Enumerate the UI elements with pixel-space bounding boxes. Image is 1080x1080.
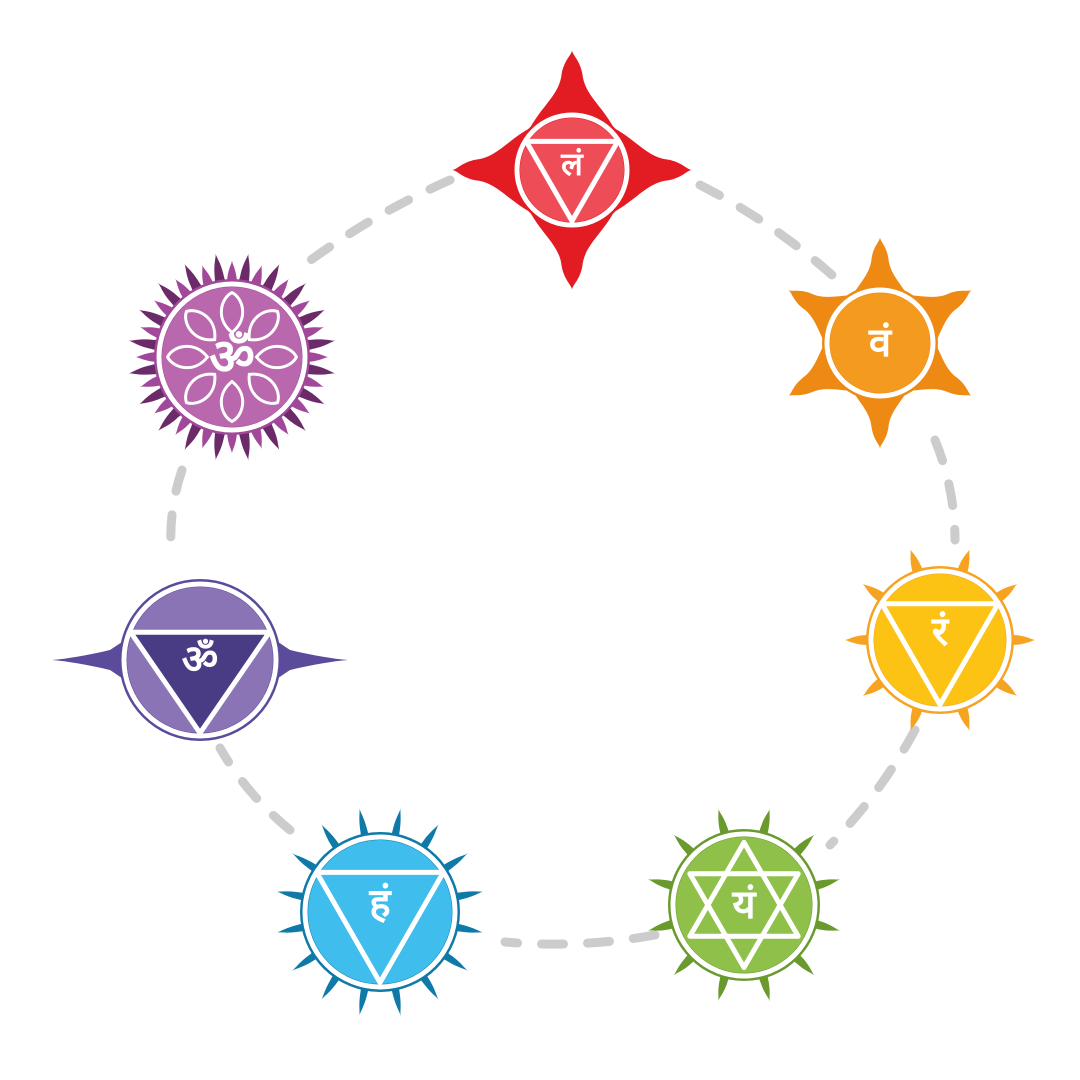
chakra-throat-bija-syllable: हं [368, 880, 392, 926]
chakra-root: लं [452, 50, 692, 290]
connector-dash-7 [166, 465, 187, 565]
connector-dash-6 [215, 743, 295, 835]
chakra-solar-plexus: रं [844, 548, 1036, 732]
chakra-third-eye-yantra [128, 629, 272, 736]
chakra-throat: हं [276, 808, 484, 1016]
chakra-sacral: वं [788, 237, 972, 449]
chakra-sacral-bija-syllable: वं [868, 320, 893, 366]
chakra-root-bija-syllable: लं [560, 145, 584, 183]
connector-dash-4 [825, 725, 920, 850]
connector-dash-5 [500, 930, 660, 949]
chakra-crown-yantra [165, 290, 299, 424]
chakra-heart-yantra [687, 839, 801, 971]
chakra-throat-yantra [314, 869, 446, 986]
chakra-crown: ॐ [128, 253, 336, 461]
chakra-sacral-disc [822, 285, 938, 401]
chakra-heart-bija-syllable: यं [731, 882, 757, 928]
connector-dash-2 [695, 180, 837, 280]
chakra-heart: यं [647, 808, 841, 1002]
chakra-root-yantra [523, 138, 621, 224]
connector-dash-1 [295, 175, 455, 273]
chakra-crown-disc [154, 279, 310, 435]
chakra-third-eye-bija-syllable: ॐ [182, 637, 218, 683]
chakra-nodes: लं वं रं यं हं ॐ ॐ [50, 50, 1036, 1016]
chakra-heart-disc [668, 829, 820, 981]
connector-dash-3 [930, 435, 960, 545]
chakra-solar-plexus-bija-syllable: रं [931, 609, 950, 655]
dashed-circle-connectors [166, 175, 960, 949]
chakra-third-eye: ॐ [50, 579, 350, 741]
chakra-solar-plexus-yantra [879, 601, 1001, 708]
chakra-crown-bija-syllable: ॐ [209, 328, 255, 386]
